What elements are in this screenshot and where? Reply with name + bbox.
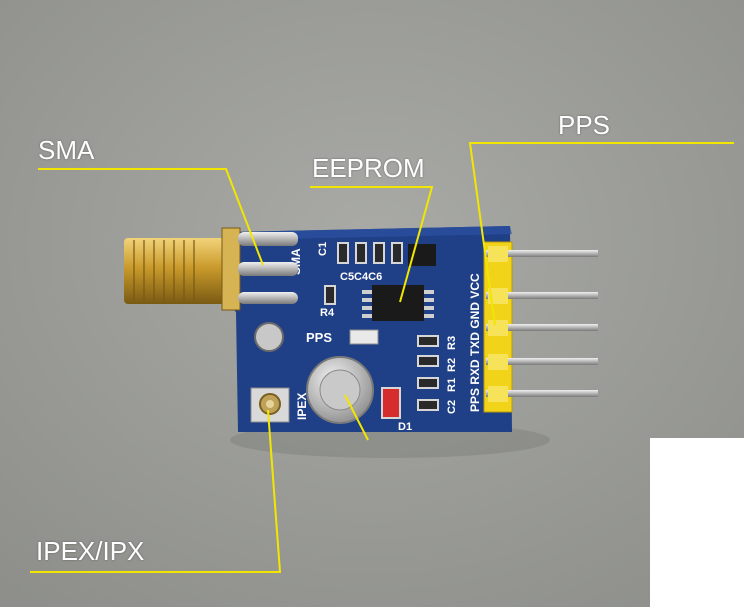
silk-c1: C1 [317,242,329,256]
eeprom-callout-label: EEPROM [312,153,425,183]
silk-d1: D1 [398,421,412,433]
silk-r2: R2 [446,358,458,372]
silk-c5c4c6: C5C4C6 [340,271,382,283]
sma-leader-line [38,168,264,266]
eeprom-chip [372,285,424,321]
white-corner [650,438,744,607]
pin-header [483,241,598,413]
silk-pps: PPS [306,330,332,345]
silk-pins: PPS RXD TXD GND VCC [468,273,482,412]
battery-leader-line [344,394,369,441]
silk-r3: R3 [446,336,458,350]
pps-led [349,329,379,345]
silk-r4: R4 [320,307,335,319]
diode-d1 [381,387,401,419]
sma-callout-label: SMA [38,135,95,165]
silk-c2: C2 [446,400,458,414]
sma-connector [124,227,298,311]
mounting-hole [254,322,284,352]
pcb-board: SMA IPEX PPS C1 C5C4C6 R4 R3 R2 R1 C2 D1… [228,226,598,433]
ipex-callout-label: IPEX/IPX [36,536,145,566]
leader-lines [30,142,734,573]
silk-r1: R1 [446,378,458,392]
pps-callout-label: PPS [558,110,611,140]
eeprom-leader-line [310,186,434,303]
silk-ipex: IPEX [295,393,309,420]
ipex-leader-line [30,409,282,573]
pps-leader-line [468,142,734,326]
